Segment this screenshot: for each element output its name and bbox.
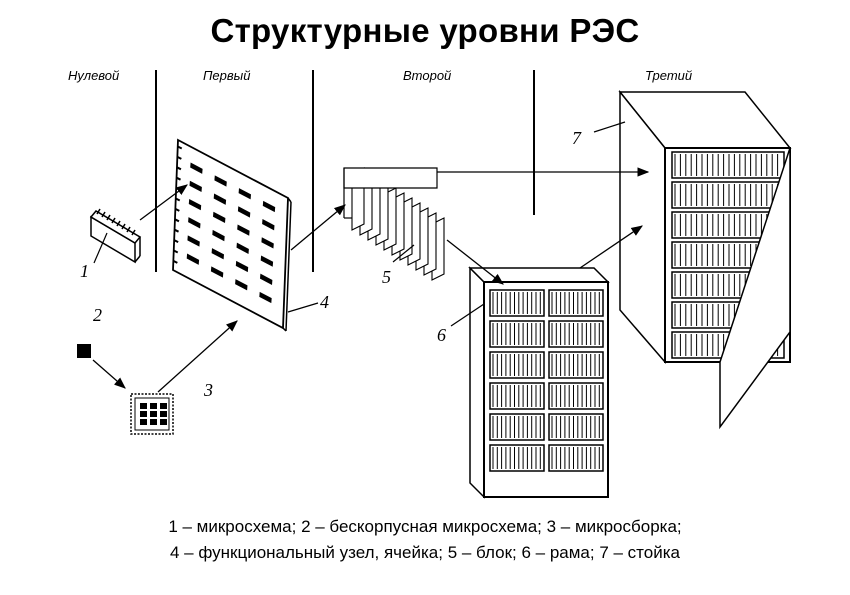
legend-line-2: 4 – функциональный узел, ячейка; 5 – бло…: [170, 543, 680, 562]
frame-shelf: [489, 289, 545, 317]
board-chip: [188, 217, 201, 229]
frame-shelf: [548, 444, 604, 472]
board-chip: [211, 248, 224, 260]
frame-icon: [468, 266, 610, 499]
block-icon: [343, 167, 445, 281]
microchip-icon: [89, 208, 142, 264]
chip-pin: [101, 211, 106, 218]
chip-pin: [131, 229, 136, 236]
board-chip: [238, 188, 251, 200]
board-chip: [261, 237, 274, 249]
board-chip: [236, 242, 249, 254]
board-contact: [177, 145, 183, 150]
board-chip: [210, 266, 224, 278]
assembly-cell: [140, 411, 147, 417]
level-label-zero: Нулевой: [68, 68, 120, 83]
label-5: 5: [382, 267, 391, 287]
board-chip: [235, 260, 249, 273]
frame-shelf: [548, 289, 604, 317]
assembly-cell: [150, 411, 157, 417]
label-6: 6: [437, 325, 446, 345]
frame-shelf: [489, 413, 545, 441]
board-contact: [176, 176, 181, 181]
frame-shelf: [548, 413, 604, 441]
flow-arrows: [92, 167, 650, 393]
legend-line-1: 1 – микросхема; 2 – бескорпусная микросх…: [168, 517, 682, 536]
level-separators: [155, 70, 535, 272]
assembly-cell: [150, 403, 157, 409]
assembly-cell: [160, 403, 167, 409]
assembly-cell: [140, 403, 147, 409]
board-chip: [212, 229, 225, 242]
frame-shelf: [548, 351, 604, 379]
chip-pin: [96, 208, 101, 215]
frame-shelf: [489, 444, 545, 472]
board-chip: [213, 193, 227, 205]
board-chip: [260, 255, 274, 267]
frame-shelf: [489, 351, 545, 379]
board-contact: [174, 208, 180, 212]
label-2: 2: [93, 305, 102, 325]
board-chip: [188, 198, 202, 211]
arrow-bare-to-assembly: [92, 359, 126, 389]
assembly-cell: [160, 419, 167, 425]
label-3: 3: [204, 380, 213, 400]
microassembly-icon: [130, 393, 174, 435]
board-chip: [235, 279, 248, 291]
rack-icon: [618, 89, 792, 430]
rack-shelf: [671, 151, 785, 179]
board-contact: [176, 166, 182, 171]
chip-pin: [116, 220, 121, 227]
chip-pin: [106, 214, 111, 221]
board-chip: [262, 200, 276, 213]
leader-lines: [93, 121, 626, 327]
rack-shelf: [671, 181, 785, 209]
arrow-block-to-frame: [446, 239, 504, 285]
label-7: 7: [572, 128, 581, 148]
board-chip: [262, 219, 275, 231]
board-contact: [174, 228, 179, 233]
label-4: 4: [320, 292, 329, 312]
board-contact: [175, 197, 181, 202]
chip-pin: [121, 223, 126, 230]
board-chip: [237, 224, 250, 236]
board-chip: [213, 211, 226, 224]
assembly-cell: [160, 411, 167, 417]
board-chip: [186, 253, 200, 265]
frame-shelf: [548, 382, 604, 410]
bare-chip-icon: [77, 344, 91, 358]
label-1: 1: [80, 261, 89, 281]
board-chip: [187, 235, 200, 247]
frame-shelf: [548, 320, 604, 348]
board-contact: [173, 249, 179, 254]
chip-pin: [126, 226, 131, 233]
board-contact: [176, 156, 182, 160]
frame-shelf: [489, 320, 545, 348]
board-chip: [214, 175, 227, 187]
board-chip: [190, 162, 203, 174]
board-contact: [173, 239, 179, 243]
level-label-third: Третий: [645, 68, 693, 83]
arrow-chip-to-board: [139, 184, 188, 221]
board-chip: [237, 206, 251, 218]
assembly-cell: [150, 419, 157, 425]
board-chip: [260, 273, 273, 285]
chip-pin: [111, 217, 116, 224]
board-contact: [172, 260, 178, 264]
arrow-board-to-block: [290, 204, 346, 251]
board-contact: [174, 218, 180, 223]
frame-shelf: [489, 382, 545, 410]
board-icon: [172, 138, 292, 332]
board-chip: [189, 180, 202, 193]
board-chip: [259, 291, 272, 304]
page-title: Структурные уровни РЭС: [210, 12, 640, 49]
assembly-cell: [140, 419, 147, 425]
arrow-assembly-to-board: [157, 320, 238, 393]
level-label-first: Первый: [203, 68, 251, 83]
arrow-frame-to-rack: [579, 225, 643, 269]
level-label-second: Второй: [403, 68, 452, 83]
